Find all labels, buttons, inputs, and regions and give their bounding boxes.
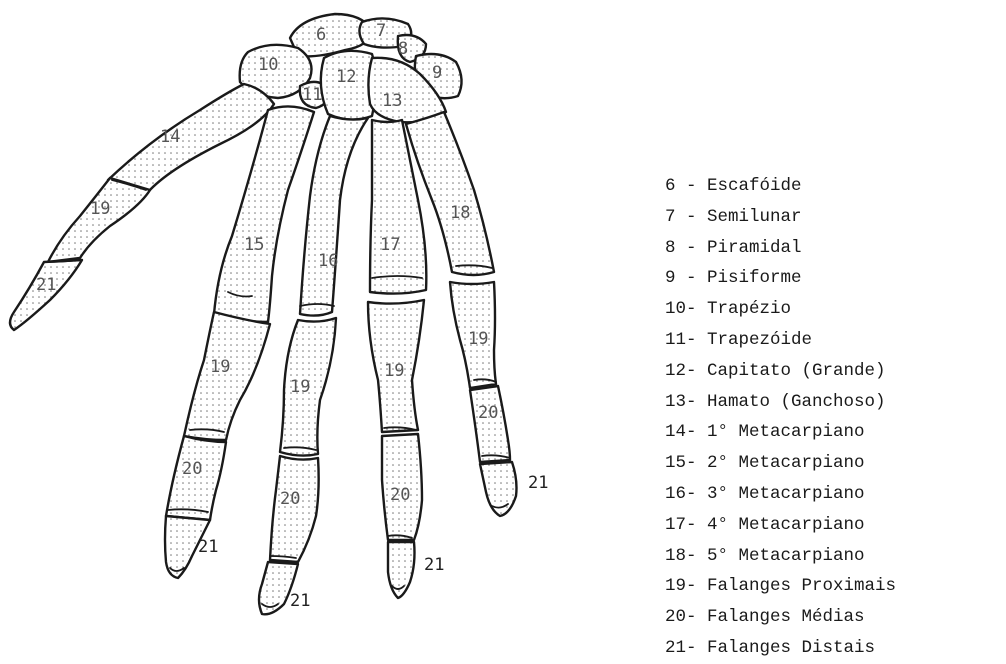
label-little-distal: 21 xyxy=(528,473,548,493)
legend-item: 7 - Semilunar xyxy=(665,202,896,233)
legend-item: 19- Falanges Proximais xyxy=(665,571,896,602)
little-middle-phalanx xyxy=(470,386,510,462)
legend-item: 12- Capitato (Grande) xyxy=(665,356,896,387)
label-scaphoid: 6 xyxy=(316,25,326,45)
label-ring-distal: 21 xyxy=(424,555,444,575)
label-capitate: 12 xyxy=(336,67,356,87)
label-index-distal: 21 xyxy=(198,537,218,557)
legend-item: 17- 4° Metacarpiano xyxy=(665,510,896,541)
label-metacarpal-2: 15 xyxy=(244,235,264,255)
legend-item: 21- Falanges Distais xyxy=(665,633,896,664)
label-ring-middle: 20 xyxy=(390,485,410,505)
label-middle-distal: 21 xyxy=(290,591,310,611)
legend-item: 14- 1° Metacarpiano xyxy=(665,417,896,448)
legend-item: 15- 2° Metacarpiano xyxy=(665,448,896,479)
metacarpal-3-bone xyxy=(300,116,368,316)
label-triquetrum: 8 xyxy=(398,39,408,59)
label-middle-proximal: 19 xyxy=(290,377,310,397)
label-thumb-proximal: 19 xyxy=(90,199,110,219)
label-little-proximal: 19 xyxy=(468,329,488,349)
label-pisiform: 9 xyxy=(432,63,442,83)
label-metacarpal-3: 16 xyxy=(318,251,338,271)
legend-item: 20- Falanges Médias xyxy=(665,602,896,633)
label-index-middle: 20 xyxy=(182,459,202,479)
legend-item: 8 - Piramidal xyxy=(665,233,896,264)
ring-distal-phalanx xyxy=(388,542,415,598)
thumb-proximal-phalanx xyxy=(48,178,150,262)
label-little-middle: 20 xyxy=(478,403,498,423)
label-thumb-distal: 21 xyxy=(36,275,56,295)
hand-skeleton-diagram: 6 7 8 9 10 11 12 13 14 15 16 17 18 19 19… xyxy=(0,0,1006,645)
label-metacarpal-5: 18 xyxy=(450,203,470,223)
label-metacarpal-1: 14 xyxy=(160,127,180,147)
bone-legend: 6 - Escafóide 7 - Semilunar 8 - Piramida… xyxy=(665,171,896,664)
label-middle-middle: 20 xyxy=(280,489,300,509)
label-index-proximal: 19 xyxy=(210,357,230,377)
label-trapezoid: 11 xyxy=(302,85,322,105)
thumb-distal-phalanx xyxy=(10,260,82,330)
label-hamate: 13 xyxy=(382,91,402,111)
legend-item: 18- 5° Metacarpiano xyxy=(665,541,896,572)
legend-item: 13- Hamato (Ganchoso) xyxy=(665,387,896,418)
label-trapezium: 10 xyxy=(258,55,278,75)
legend-item: 9 - Pisiforme xyxy=(665,263,896,294)
label-ring-proximal: 19 xyxy=(384,361,404,381)
legend-item: 6 - Escafóide xyxy=(665,171,896,202)
label-lunate: 7 xyxy=(376,21,386,41)
label-metacarpal-4: 17 xyxy=(380,235,400,255)
legend-item: 11- Trapezóide xyxy=(665,325,896,356)
legend-item: 10- Trapézio xyxy=(665,294,896,325)
middle-middle-phalanx xyxy=(270,456,319,562)
legend-item: 16- 3° Metacarpiano xyxy=(665,479,896,510)
